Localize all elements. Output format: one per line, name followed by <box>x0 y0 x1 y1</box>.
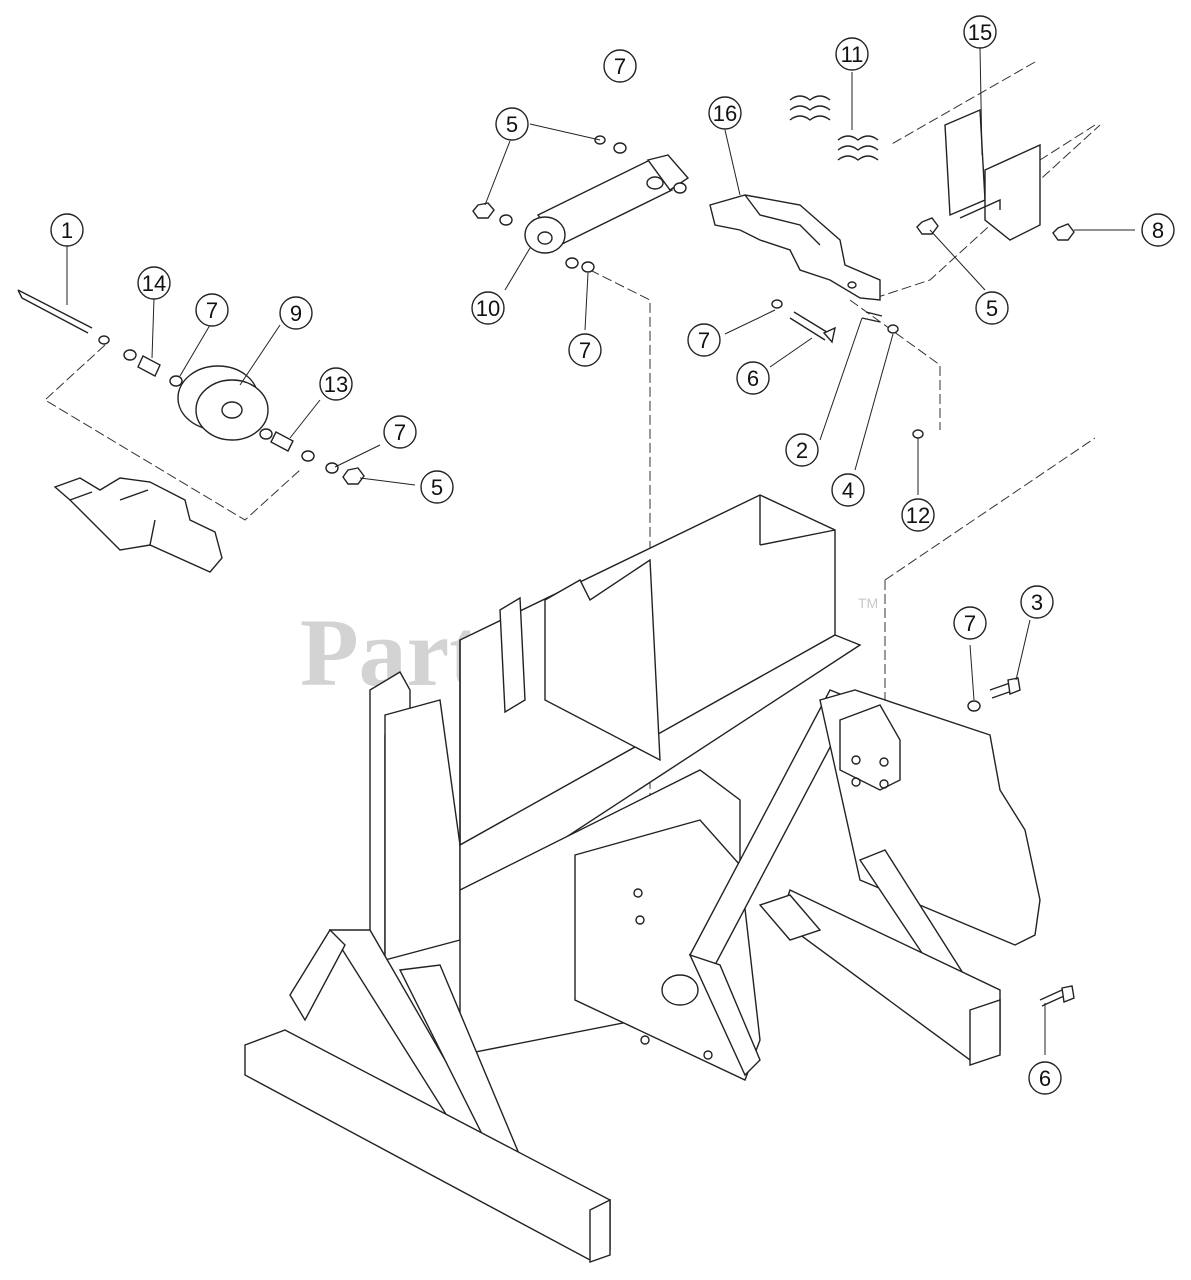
callout-8: 8 <box>1152 218 1164 243</box>
callout-12: 12 <box>906 503 930 528</box>
callout-14: 14 <box>142 271 166 296</box>
callout-7: 7 <box>698 328 710 353</box>
callout-16: 16 <box>713 101 737 126</box>
callout-11: 11 <box>841 42 864 67</box>
callout-2: 2 <box>796 438 808 463</box>
mounting-plate <box>916 108 1075 241</box>
callout-3: 3 <box>1031 590 1043 615</box>
small-hardware <box>771 299 1075 1007</box>
actuator-assembly <box>472 135 690 273</box>
callout-9: 9 <box>290 301 302 326</box>
callout-circles <box>50 15 1175 1095</box>
callout-5: 5 <box>506 112 518 137</box>
pivot-bracket <box>709 194 881 301</box>
main-frame <box>244 494 1041 1263</box>
leader-lines <box>66 47 1135 1055</box>
callout-7: 7 <box>394 420 406 445</box>
callout-7: 7 <box>964 611 976 636</box>
callout-4: 4 <box>842 478 854 503</box>
callout-numbers: 7 11 15 5 16 1 14 7 9 10 7 7 6 8 5 13 7 … <box>61 20 1164 1091</box>
callout-1: 1 <box>61 218 73 243</box>
callout-6: 6 <box>747 366 759 391</box>
watermark-trademark: TM <box>858 595 878 611</box>
springs <box>789 95 879 161</box>
idler-pulley-assembly <box>17 289 365 573</box>
callout-5: 5 <box>431 475 443 500</box>
callout-7: 7 <box>614 54 626 79</box>
callout-6: 6 <box>1039 1066 1051 1091</box>
callout-7: 7 <box>206 298 218 323</box>
callout-10: 10 <box>476 296 500 321</box>
callout-15: 15 <box>968 20 992 45</box>
callout-13: 13 <box>324 372 348 397</box>
callout-5: 5 <box>986 296 998 321</box>
callout-7: 7 <box>579 338 591 363</box>
